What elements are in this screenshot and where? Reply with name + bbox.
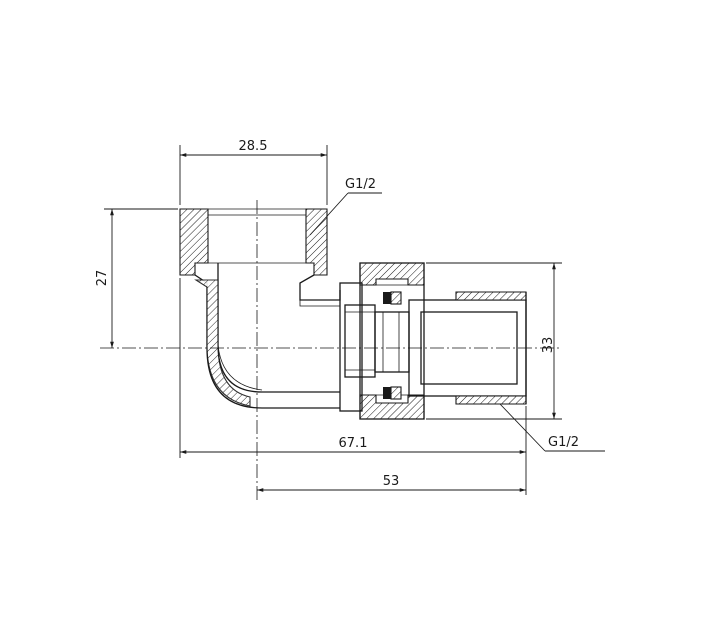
- dimension-top-width: 28.5: [179, 139, 328, 205]
- thread-callout-right: G1/2: [499, 403, 605, 452]
- dimension-height-right: 33: [426, 262, 562, 420]
- thread-callout-top: G1/2: [309, 177, 382, 236]
- dimension-top-width-label: 28.5: [239, 139, 268, 154]
- thread-callout-right-label: G1/2: [548, 435, 579, 450]
- top-socket-left-wall: [179, 208, 209, 276]
- elbow-upper-shoulder: [299, 274, 341, 301]
- dimension-overall-length: 67.1: [179, 278, 527, 495]
- dimension-height-right-label: 33: [541, 337, 556, 354]
- union-nut-top: [359, 262, 425, 286]
- thread-callout-top-label: G1/2: [345, 177, 376, 192]
- dimension-overall-length-label: 67.1: [339, 436, 368, 451]
- dimension-lower-length: 53: [257, 474, 526, 492]
- elbow-body: [179, 208, 341, 409]
- dimension-height-left: 27: [95, 208, 178, 348]
- top-socket-right-wall: [305, 208, 328, 276]
- elbow-hatched-wall: [194, 279, 251, 407]
- dimension-lower-length-label: 53: [383, 474, 400, 489]
- elbow-inner-bore: [217, 263, 340, 393]
- seal-bottom: [383, 387, 391, 399]
- union-nut: [339, 262, 425, 420]
- dimension-height-left-label: 27: [95, 270, 110, 287]
- seal-top: [383, 292, 391, 304]
